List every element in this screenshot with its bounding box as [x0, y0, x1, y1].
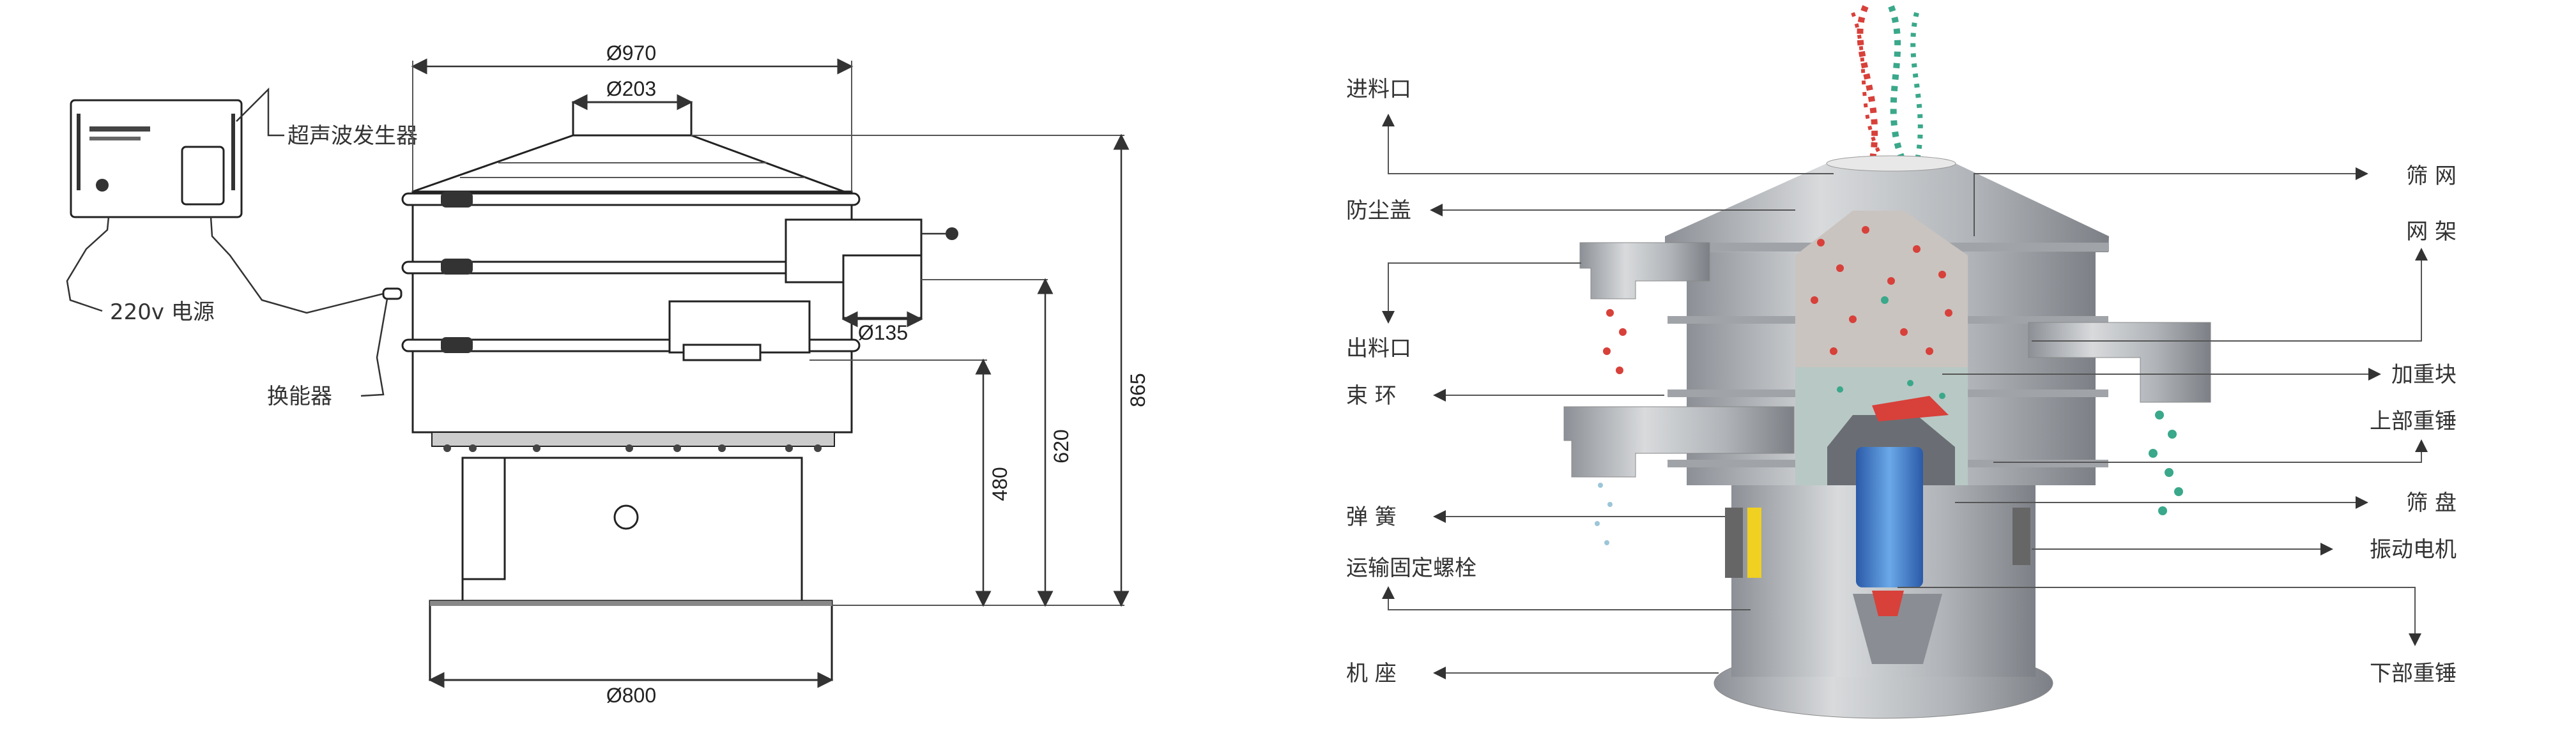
label-screen-tray: 筛 盘 [2406, 490, 2457, 516]
dim-total-height: 865 [1126, 373, 1149, 407]
leader-lines [1382, 114, 2428, 679]
label-generator: 超声波发生器 [288, 123, 418, 149]
label-screen-mesh: 筛 网 [2406, 163, 2457, 189]
label-power: 220v 电源 [110, 299, 215, 325]
dim-base-diameter: Ø800 [606, 684, 656, 707]
label-vibration-motor: 振动电机 [2370, 537, 2457, 563]
technical-drawing: 超声波发生器 220v 电源 换能器 [66, 42, 1149, 707]
dim-top-diameter: Ø970 [606, 42, 656, 64]
label-feed-inlet: 进料口 [1346, 77, 1411, 102]
dimensions [411, 58, 1130, 688]
label-transport-bolt: 运输固定螺栓 [1346, 555, 1476, 581]
transport-bolt [1747, 508, 1761, 578]
label-mesh-frame: 网 架 [2406, 219, 2457, 245]
label-weight-block: 加重块 [2391, 362, 2457, 388]
label-upper-weight: 上部重锤 [2370, 409, 2457, 434]
label-transducer: 换能器 [267, 384, 332, 409]
dim-upper-outlet-height: 620 [1050, 429, 1073, 463]
label-dust-cover: 防尘盖 [1346, 198, 1411, 223]
dim-inlet-diameter: Ø203 [606, 77, 656, 100]
vibration-motor [1856, 447, 1923, 587]
dim-lower-outlet-height: 480 [988, 467, 1011, 501]
dim-outlet-diameter: Ø135 [858, 321, 908, 344]
label-lower-weight: 下部重锤 [2370, 661, 2457, 686]
feed-particles [1851, 5, 1923, 165]
label-base: 机 座 [1346, 661, 1397, 686]
cutaway-illustration: 进料口 防尘盖 出料口 束 环 弹 簧 运输固定螺栓 机 座 筛 网 网 架 加… [1346, 5, 2457, 719]
ultrasonic-generator [66, 87, 402, 397]
label-clamp-ring: 束 环 [1346, 383, 1397, 409]
label-spring: 弹 簧 [1346, 504, 1397, 530]
label-discharge-outlet: 出料口 [1346, 336, 1411, 361]
sieve-outline [401, 101, 958, 681]
particles [1595, 226, 2183, 545]
